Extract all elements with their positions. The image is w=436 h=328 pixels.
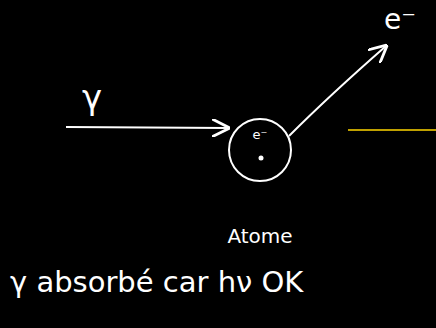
nucleus-dot [259, 156, 264, 161]
atom-outline-shape [229, 119, 291, 181]
photon-symbol: γ [82, 80, 102, 114]
note-text: γ absorbé car hν OK [10, 268, 303, 297]
atom-circle: e⁻Atome [228, 118, 292, 182]
photon-ray [66, 127, 228, 128]
yellow-line [348, 129, 436, 131]
electron-label: e⁻ [384, 6, 416, 34]
electron-label: e⁻ [253, 128, 268, 141]
electron-path [289, 46, 386, 136]
node-heading: Atome [227, 226, 292, 246]
